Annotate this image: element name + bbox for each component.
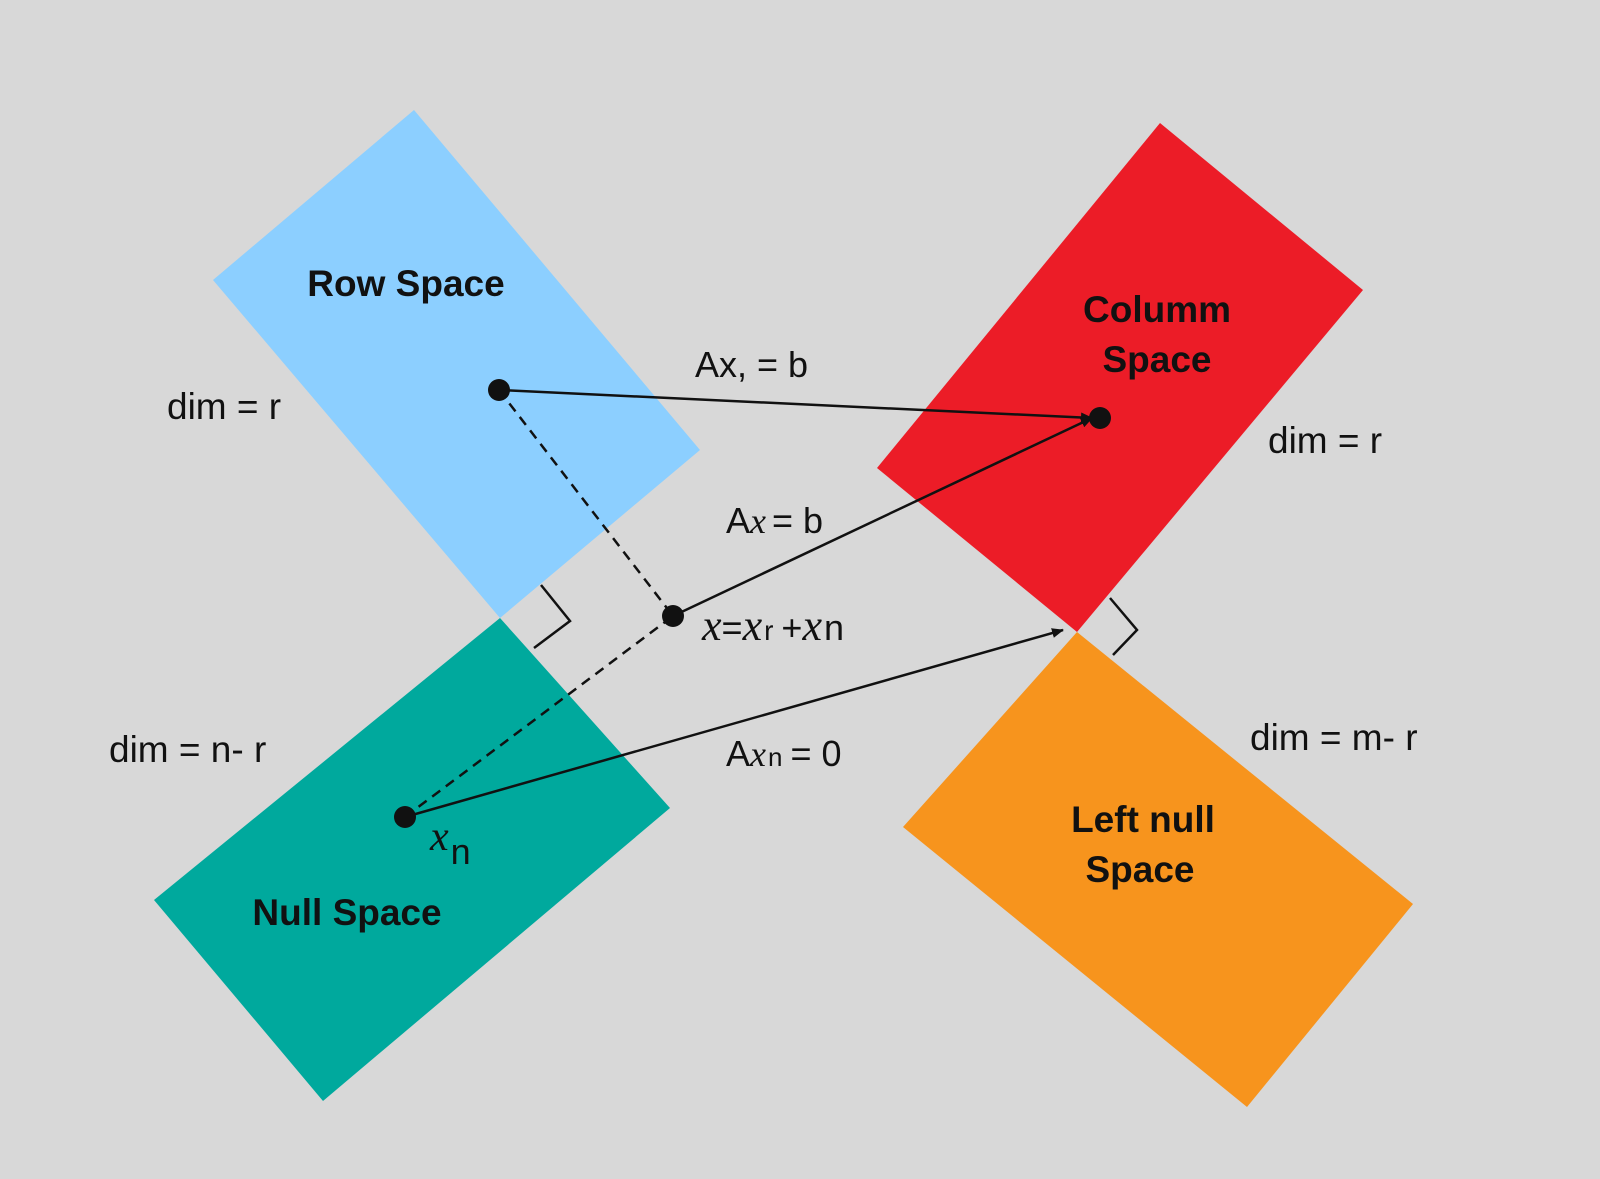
dashed-line-xr-to-x bbox=[498, 389, 674, 617]
column-space-label-line1: Columm bbox=[1083, 289, 1231, 330]
null-space-label: Null Space bbox=[252, 892, 441, 933]
row-space-dim-label: dim = r bbox=[167, 386, 281, 427]
column-space-label-line2: Space bbox=[1102, 339, 1211, 380]
equation-row-to-column: Ax, = b bbox=[695, 344, 808, 385]
arrow-x-to-column bbox=[672, 416, 1093, 618]
point-xn bbox=[394, 806, 416, 828]
null-space-region bbox=[154, 618, 670, 1101]
left-null-space-label-line1: Left null bbox=[1071, 799, 1215, 840]
row-space-label: Row Space bbox=[307, 263, 504, 304]
equation-null-to-zero: Axn= 0 bbox=[726, 733, 842, 774]
dashed-line-xn-to-x bbox=[404, 615, 674, 818]
left-null-space-region bbox=[903, 632, 1413, 1107]
row-space-region bbox=[213, 110, 700, 618]
equation-ax-eq-b: Ax= b bbox=[726, 500, 823, 541]
right-angle-mark-right bbox=[1109, 597, 1139, 656]
left-null-space-label-line2: Space bbox=[1085, 849, 1194, 890]
column-space-dim-label: dim = r bbox=[1268, 420, 1382, 461]
null-space-dim-label: dim = n- r bbox=[109, 729, 266, 770]
equation-decomposition: x=xr+xn bbox=[701, 601, 844, 650]
point-x bbox=[662, 605, 684, 627]
column-space-region bbox=[877, 123, 1363, 632]
point-xr bbox=[488, 379, 510, 401]
right-angle-mark-left bbox=[533, 584, 572, 649]
arrow-null-to-zero bbox=[404, 628, 1064, 819]
point-b bbox=[1089, 407, 1111, 429]
xn-label: xn bbox=[429, 814, 471, 872]
arrow-row-to-column bbox=[498, 388, 1093, 423]
left-null-space-dim-label: dim = m- r bbox=[1250, 717, 1418, 758]
